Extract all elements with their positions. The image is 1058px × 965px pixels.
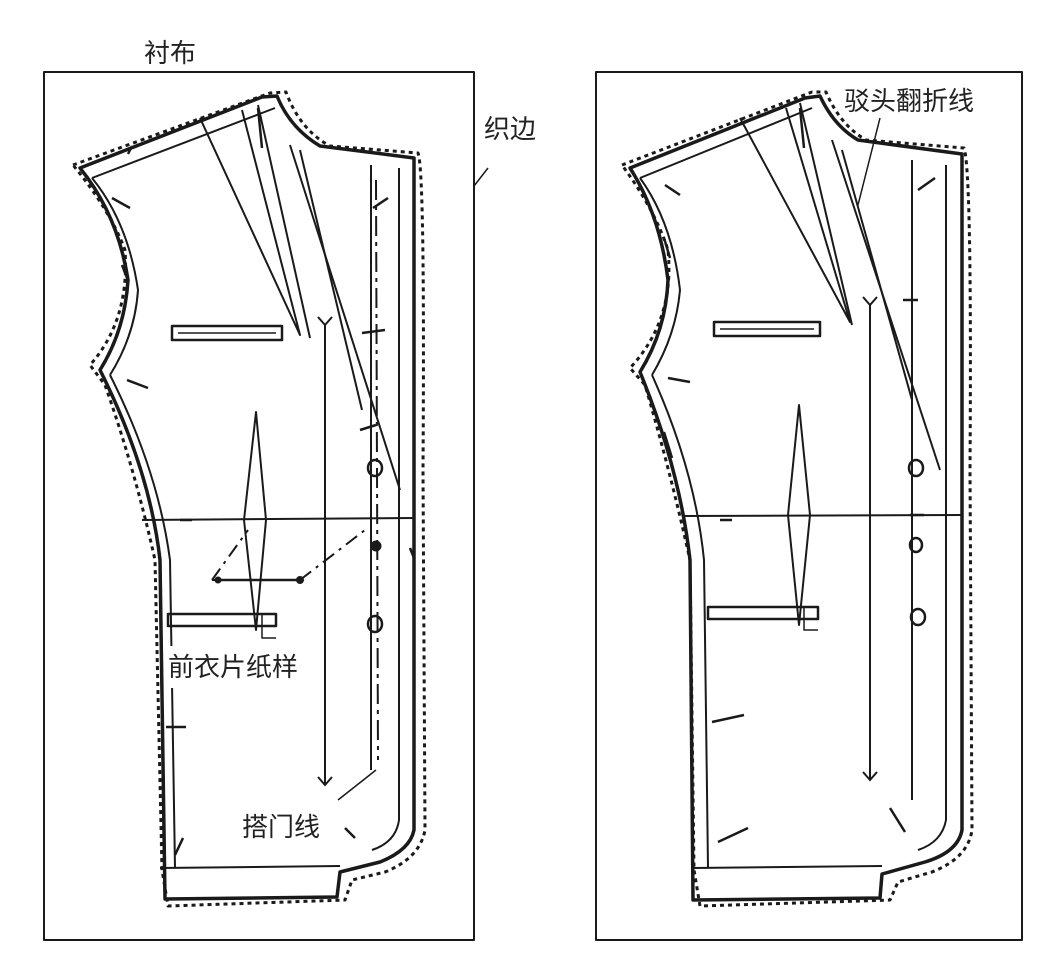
- overlap-leader: [337, 769, 377, 801]
- right-panel: [595, 71, 1023, 941]
- shoulder-seam-allowance: [91, 107, 276, 179]
- chest-pocket-right: [712, 320, 822, 338]
- selvedge-leader: [473, 167, 489, 187]
- label-lapel-roll-line: 驳头翻折线: [844, 87, 974, 117]
- chest-pocket: [170, 324, 284, 342]
- buttonhole-right-1: [907, 458, 925, 478]
- hem-allowance: [159, 865, 341, 869]
- button-mark: [370, 540, 382, 552]
- neck-dart-right: [799, 102, 853, 326]
- notch-marks-right: [662, 107, 936, 844]
- lapel-edge-left: [299, 149, 363, 411]
- label-selvedge: 织边: [484, 115, 536, 145]
- chest-dart-right: [739, 107, 851, 323]
- label-interlining: 衬布: [144, 39, 196, 69]
- lapel-roll-line-left: [289, 144, 401, 491]
- label-front-piece-bg: [166, 646, 324, 688]
- label-front-piece-pattern: 前衣片纸样: [168, 653, 298, 683]
- fabric-frame-right: [595, 71, 1023, 941]
- buttonhole-1: [366, 458, 384, 478]
- neck-dart-line: [257, 104, 311, 339]
- cutting-line-dotted: [71, 90, 427, 908]
- left-panel: [43, 71, 489, 941]
- shoulder-seam-right: [639, 107, 813, 179]
- label-overlap-bg: [240, 808, 332, 844]
- interlining-fabric-frame: [43, 71, 475, 941]
- lower-pocket-inner: [261, 614, 276, 639]
- waist-dart: [243, 411, 267, 631]
- pocket-mark-left: [214, 576, 222, 584]
- front-piece-outline-right: [628, 94, 964, 902]
- lower-pocket: [166, 612, 278, 628]
- cutting-line-dotted-right: [620, 90, 974, 908]
- buttonhole-right-2: [908, 536, 924, 554]
- roll-line-leader: [857, 117, 881, 206]
- front-edge-right-1: [917, 165, 947, 851]
- buttonhole-2: [366, 614, 384, 634]
- buttonhole-right-3: [909, 607, 927, 627]
- side-seam-right: [651, 374, 709, 869]
- center-front-line: [375, 179, 379, 761]
- front-piece-outline: [78, 94, 416, 901]
- label-overlap-line: 搭门线: [242, 813, 320, 843]
- waist-dart-right: [787, 404, 811, 626]
- armhole-seam-right: [639, 177, 681, 376]
- chest-dart: [199, 109, 301, 336]
- front-edge-inner-1: [371, 168, 400, 851]
- lower-pocket-right-inner: [803, 607, 818, 631]
- pocket-mark-right: [296, 576, 304, 584]
- hem-right: [692, 865, 883, 869]
- lapel-edge-right: [841, 149, 913, 401]
- side-seam-allowance: [109, 374, 176, 869]
- notch-marks: [111, 107, 416, 856]
- lower-pocket-right: [706, 605, 820, 621]
- armhole-seam-allowance: [91, 177, 139, 376]
- pocket-placement-dashed: [211, 529, 366, 581]
